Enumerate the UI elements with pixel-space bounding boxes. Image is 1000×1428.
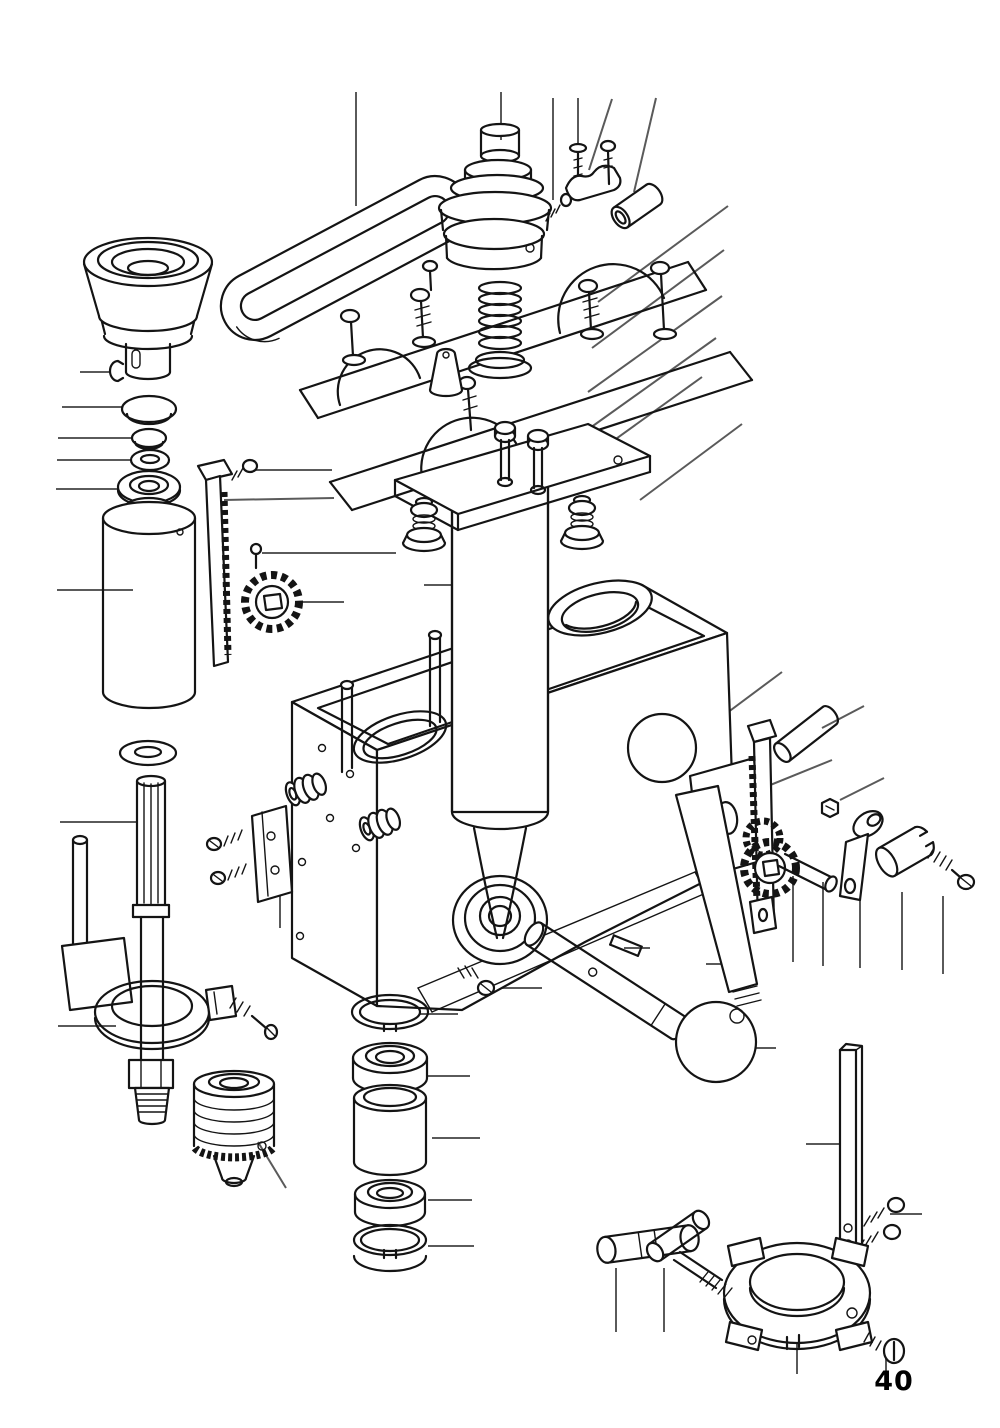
gear-pin bbox=[249, 542, 263, 570]
rail-screw-3 bbox=[421, 259, 439, 292]
rack-pin bbox=[773, 705, 839, 763]
casting-bushing-2 bbox=[358, 807, 402, 842]
collar-screw bbox=[863, 1332, 906, 1365]
casting-bracket bbox=[205, 804, 294, 904]
clamp-lever bbox=[838, 810, 884, 902]
set-screw-spring bbox=[545, 192, 573, 222]
table-clamp-collar bbox=[722, 1236, 874, 1352]
quill-clamp-collar bbox=[60, 936, 238, 1051]
depth-scale-bar bbox=[838, 1042, 864, 1254]
page-number: 40 bbox=[874, 1366, 914, 1397]
inner-boss-cylinder bbox=[547, 579, 653, 637]
retainer-ring-upper bbox=[350, 993, 430, 1033]
motor-pulley bbox=[437, 122, 553, 271]
quill-bearing-lower bbox=[353, 1178, 427, 1228]
clamp-screw-2 bbox=[599, 139, 617, 186]
spring-screw-lower bbox=[457, 965, 496, 997]
inner-cylinder bbox=[450, 476, 550, 940]
feed-handle-ball bbox=[674, 1000, 758, 1084]
bracket-screw-2 bbox=[209, 863, 247, 886]
rack-screw bbox=[231, 458, 259, 481]
pivot-pin-bushing bbox=[610, 182, 664, 230]
leader-lines bbox=[56, 92, 944, 1374]
plate-stud-1 bbox=[493, 420, 517, 488]
spring-mount-left bbox=[401, 496, 447, 553]
lever-screw-spring bbox=[927, 847, 976, 891]
clamp-bolt bbox=[672, 1250, 733, 1299]
quill-bearing-upper bbox=[351, 1041, 429, 1095]
spacer-ring bbox=[130, 427, 168, 451]
roll-pin bbox=[609, 934, 643, 957]
bracket-screw-1 bbox=[205, 829, 243, 852]
rail-screw-6 bbox=[457, 375, 478, 432]
rack-left bbox=[196, 458, 234, 668]
retainer-ring-lower bbox=[352, 1223, 428, 1273]
quill-washer bbox=[118, 739, 178, 767]
bar-screw-2 bbox=[857, 1223, 902, 1251]
depth-stop-rod bbox=[71, 834, 89, 957]
bearing-spacer bbox=[352, 1083, 428, 1177]
pinion-shaft bbox=[523, 921, 689, 1041]
rail-screw-1 bbox=[339, 308, 367, 367]
drive-belt bbox=[219, 175, 471, 343]
clamp-screw-spring bbox=[229, 997, 279, 1041]
drill-chuck bbox=[191, 1069, 277, 1188]
pinion-gear-left bbox=[241, 571, 303, 633]
plate-stud-2 bbox=[526, 428, 550, 496]
rail-screw-4 bbox=[577, 278, 605, 341]
hex-nut bbox=[820, 797, 840, 819]
rail-screw-5 bbox=[649, 260, 678, 341]
gear-shaft bbox=[777, 852, 838, 893]
thrust-washer bbox=[129, 448, 171, 472]
quill-boss bbox=[451, 874, 549, 966]
belt-clamp bbox=[564, 164, 622, 202]
casting-bushing-1 bbox=[284, 772, 328, 807]
rubber-foot bbox=[428, 347, 464, 398]
quill-body bbox=[101, 496, 197, 710]
t-bolt-handle bbox=[645, 1209, 711, 1263]
snap-ring bbox=[120, 394, 178, 426]
slotted-bushing bbox=[874, 825, 935, 878]
spring-mount-right bbox=[559, 494, 605, 551]
feed-handle-arm bbox=[674, 784, 762, 1007]
spring-cup bbox=[467, 350, 533, 380]
rail-screw-2 bbox=[409, 287, 437, 349]
splined-spindle bbox=[127, 774, 175, 1126]
spindle-pulley bbox=[82, 236, 214, 381]
bar-screw-1 bbox=[863, 1196, 906, 1227]
return-spring bbox=[477, 280, 523, 351]
feed-knob-ball bbox=[626, 712, 698, 784]
e-clip bbox=[108, 359, 125, 383]
